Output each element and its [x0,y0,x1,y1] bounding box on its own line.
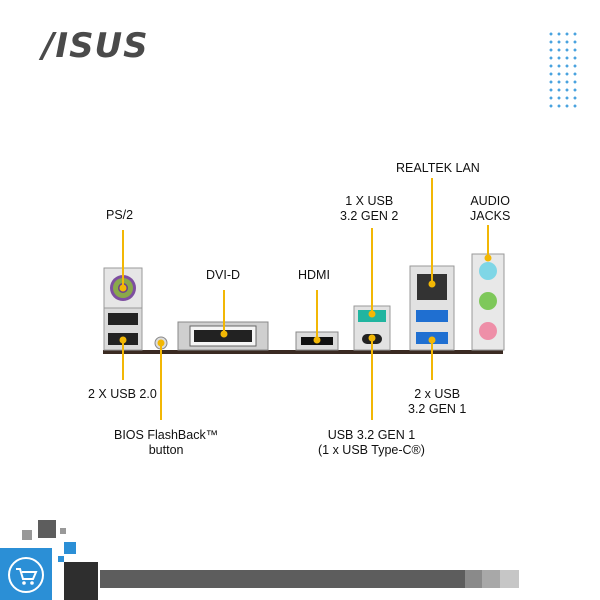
decor-square [64,562,98,600]
label-usb-typec: USB 3.2 GEN 1 (1 x USB Type-C®) [318,428,425,457]
decor-square [64,542,76,554]
footer-bar-segment [482,570,500,588]
label-realtek-lan: REALTEK LAN [396,161,480,175]
audio-jacks [471,253,505,351]
label-ps2: PS/2 [106,208,134,222]
label-hdmi: HDMI [298,268,330,282]
cart-button[interactable] [0,548,52,600]
decor-square [58,556,64,562]
cart-icon [8,557,44,593]
label-bios-flashback: BIOS FlashBack™ button [114,428,219,457]
footer-bar-segment [465,570,482,588]
decor-square [22,530,32,540]
label-usb20: 2 X USB 2.0 [88,387,157,401]
label-dvi-d: DVI-D [206,268,241,282]
callout-lines [119,178,492,420]
footer-bar-segment [500,570,519,588]
io-panel-plate [103,350,503,354]
footer-bar [100,570,465,588]
decor-square [60,528,66,534]
decor-square [38,520,56,538]
asus-logo: /ISUS [42,26,149,66]
label-usb32-gen1: 2 x USB 3.2 GEN 1 [408,387,467,416]
label-audio-jacks: AUDIO JACKS [470,194,511,223]
label-usb32-gen2: 1 X USB 3.2 GEN 2 [340,194,399,223]
decorative-dot-grid [547,30,577,112]
